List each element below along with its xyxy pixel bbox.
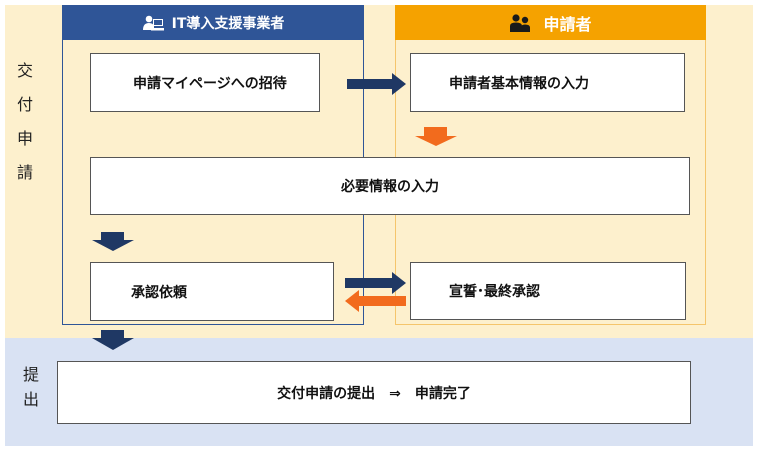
arrow-down-to-submission bbox=[92, 330, 134, 350]
submission-label: 交付申請の提出 ⇒ 申請完了 bbox=[277, 385, 471, 402]
grant-application-char: 付 bbox=[16, 95, 33, 114]
required-info-box: 必要情報の入力 bbox=[90, 157, 690, 215]
basic-info-box: 申請者基本情報の入力 bbox=[410, 53, 685, 112]
people-icon bbox=[509, 13, 531, 33]
submission-box: 交付申請の提出 ⇒ 申請完了 bbox=[57, 361, 691, 424]
submit-label: 提 出 bbox=[20, 367, 42, 408]
submit-char: 提 bbox=[22, 365, 39, 384]
arrow-right-invite-to-basic bbox=[347, 73, 406, 95]
applicant-header: 申請者 bbox=[395, 5, 706, 40]
applicant-header-label: 申請者 bbox=[543, 14, 592, 34]
basic-info-label: 申請者基本情報の入力 bbox=[449, 75, 589, 92]
it-vendor-header-label: IT導入支援事業者 bbox=[171, 15, 285, 32]
submit-char: 出 bbox=[22, 390, 39, 409]
arrow-right-approval-to-oath bbox=[345, 272, 406, 294]
approval-request-label: 承認依頼 bbox=[131, 284, 187, 301]
invite-label: 申請マイページへの招待 bbox=[133, 75, 287, 92]
computer-user-icon bbox=[142, 14, 164, 32]
arrow-down-basic-to-required bbox=[415, 127, 457, 146]
invite-box: 申請マイページへの招待 bbox=[90, 53, 320, 112]
arrow-down-required-to-approval bbox=[92, 232, 134, 251]
arrow-left-oath-to-approval bbox=[345, 290, 406, 312]
grant-application-label: 交 付 申 請 bbox=[14, 63, 36, 181]
oath-box: 宣誓･最終承認 bbox=[410, 262, 686, 320]
it-vendor-header: IT導入支援事業者 bbox=[62, 5, 364, 40]
required-info-label: 必要情報の入力 bbox=[341, 179, 439, 195]
oath-label: 宣誓･最終承認 bbox=[449, 284, 540, 300]
grant-application-char: 請 bbox=[16, 163, 33, 182]
grant-application-char: 交 bbox=[16, 61, 33, 80]
grant-application-char: 申 bbox=[16, 129, 33, 148]
approval-request-box: 承認依頼 bbox=[90, 262, 334, 321]
